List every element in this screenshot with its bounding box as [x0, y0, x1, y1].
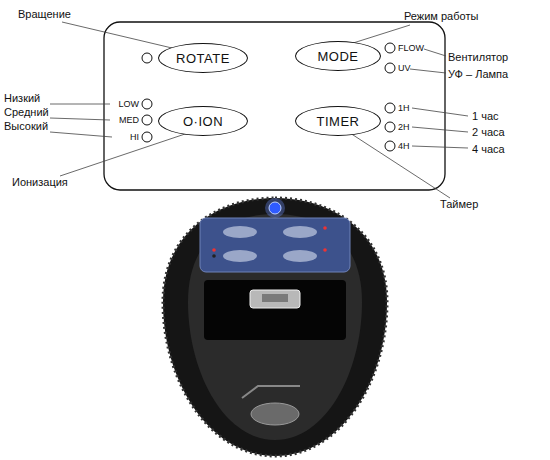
leader-line	[62, 22, 172, 48]
led	[385, 103, 395, 113]
led	[142, 99, 152, 109]
device-clip	[250, 290, 300, 308]
led-label: 2H	[398, 121, 410, 134]
callout-label: Ионизация	[12, 176, 68, 189]
led	[385, 63, 395, 73]
callout-label: Таймер	[440, 198, 478, 211]
device-led	[212, 248, 216, 252]
leader-line	[50, 104, 110, 105]
led-label: UV	[398, 62, 411, 75]
button-ellipse: ROTATE	[158, 43, 248, 73]
led-label: 4H	[398, 140, 410, 153]
led	[385, 141, 395, 151]
callout-label: Вращение	[18, 8, 71, 21]
panel-outline	[104, 22, 445, 190]
device-button	[223, 250, 257, 262]
leader-line	[424, 49, 446, 56]
device-button	[283, 226, 317, 238]
device-bottom-button	[251, 403, 299, 425]
led-label: LOW	[118, 98, 139, 111]
leader-line	[50, 118, 110, 120]
button-label: ROTATE	[176, 51, 230, 66]
led-label: MED	[119, 114, 139, 127]
callout-label: Низкий	[4, 92, 40, 105]
leader-line	[412, 108, 468, 116]
device-opening	[204, 280, 346, 340]
device-led	[323, 248, 327, 252]
led-label: HI	[130, 131, 139, 144]
callout-label: Вентилятор	[448, 51, 508, 64]
leader-line	[60, 133, 188, 176]
power-glow	[265, 198, 285, 218]
callout-label: Высокий	[4, 120, 48, 133]
button-label: O·ION	[183, 114, 223, 129]
device-button	[223, 226, 257, 238]
callout-label: УФ – Лампа	[448, 68, 508, 81]
led-label: FLOW	[398, 42, 424, 55]
power-light	[269, 202, 281, 214]
button-label: MODE	[318, 49, 359, 64]
leader-line	[412, 127, 468, 132]
led	[142, 132, 152, 142]
callout-label: Средний	[4, 106, 49, 119]
led	[142, 115, 152, 125]
led-label: 1H	[398, 102, 410, 115]
device-logo	[242, 386, 300, 398]
leader-lines	[50, 22, 468, 198]
device-body	[163, 198, 387, 456]
leader-line	[412, 146, 468, 148]
device-button	[283, 250, 317, 262]
led	[142, 53, 152, 63]
callout-label: 2 часа	[472, 126, 505, 139]
leader-line	[350, 133, 450, 198]
device-face	[188, 214, 362, 440]
leader-line	[50, 132, 112, 137]
device-control-panel	[200, 218, 350, 272]
led	[385, 122, 395, 132]
callout-label: Режим работы	[404, 10, 478, 23]
device-illustration	[163, 198, 387, 456]
leader-line	[350, 25, 410, 44]
led	[385, 43, 395, 53]
device-led	[212, 254, 216, 258]
device-clip-detail	[262, 294, 288, 302]
device-led	[323, 226, 327, 230]
leader-line	[410, 69, 446, 73]
button-ellipse: O·ION	[158, 106, 248, 136]
callout-label: 1 час	[472, 110, 499, 123]
callout-label: 4 часа	[472, 143, 505, 156]
button-label: TIMER	[317, 114, 360, 129]
button-ellipse: TIMER	[295, 106, 381, 136]
button-ellipse: MODE	[295, 41, 381, 71]
